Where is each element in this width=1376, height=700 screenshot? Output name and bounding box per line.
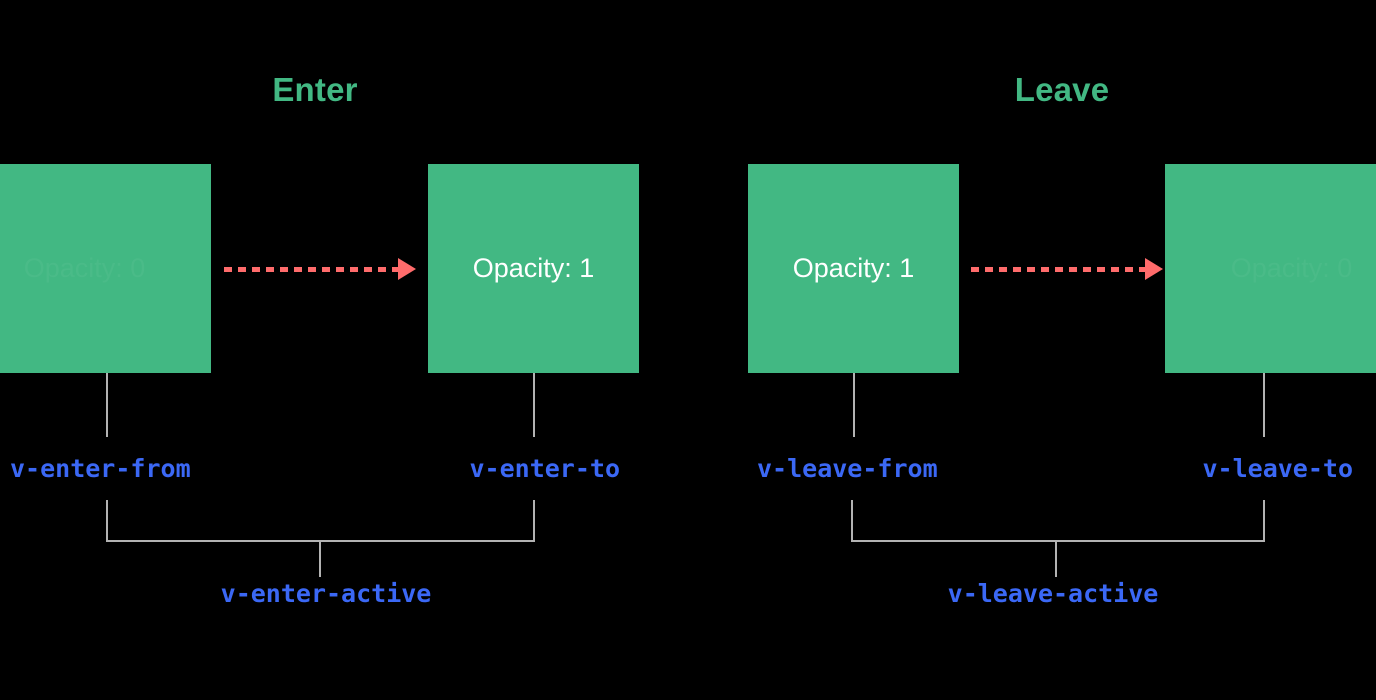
state-box-enter-to: Opacity: 1 [428,164,639,373]
state-box-leave-from: Opacity: 1 [748,164,959,373]
enter-arrow-head-icon [398,258,416,280]
connector-stem-enter-to [533,373,535,437]
section-title-leave: Leave [1014,71,1110,108]
class-label-v-enter-from: v-enter-from [10,454,191,483]
connector-stem-enter-from [106,373,108,437]
state-box-leave-to: Opacity: 0 [1165,164,1376,373]
state-box-leave-from-label: Opacity: 1 [792,253,915,283]
leave-transition-arrow [971,258,1163,280]
state-box-enter-from: Opacity: 0 [0,164,211,373]
class-label-v-leave-from: v-leave-from [757,454,938,483]
group-bracket-enter-active [106,500,535,542]
class-label-v-enter-to: v-enter-to [469,454,620,483]
state-box-leave-to-label: Opacity: 0 [1231,255,1353,282]
class-label-v-leave-to: v-leave-to [1202,454,1353,483]
enter-transition-arrow [224,258,416,280]
connector-stem-leave-active [1055,540,1057,577]
group-bracket-leave-active [851,500,1265,542]
class-label-v-enter-active: v-enter-active [220,579,432,608]
state-box-enter-to-label: Opacity: 1 [472,253,595,283]
section-title-enter: Enter [272,71,358,108]
connector-stem-leave-to [1263,373,1265,437]
leave-arrow-line [971,266,1146,272]
connector-stem-leave-from [853,373,855,437]
class-label-v-leave-active: v-leave-active [947,579,1159,608]
enter-arrow-line [224,266,399,272]
leave-arrow-head-icon [1145,258,1163,280]
connector-stem-enter-active [319,540,321,577]
state-box-enter-from-label: Opacity: 0 [24,255,146,282]
